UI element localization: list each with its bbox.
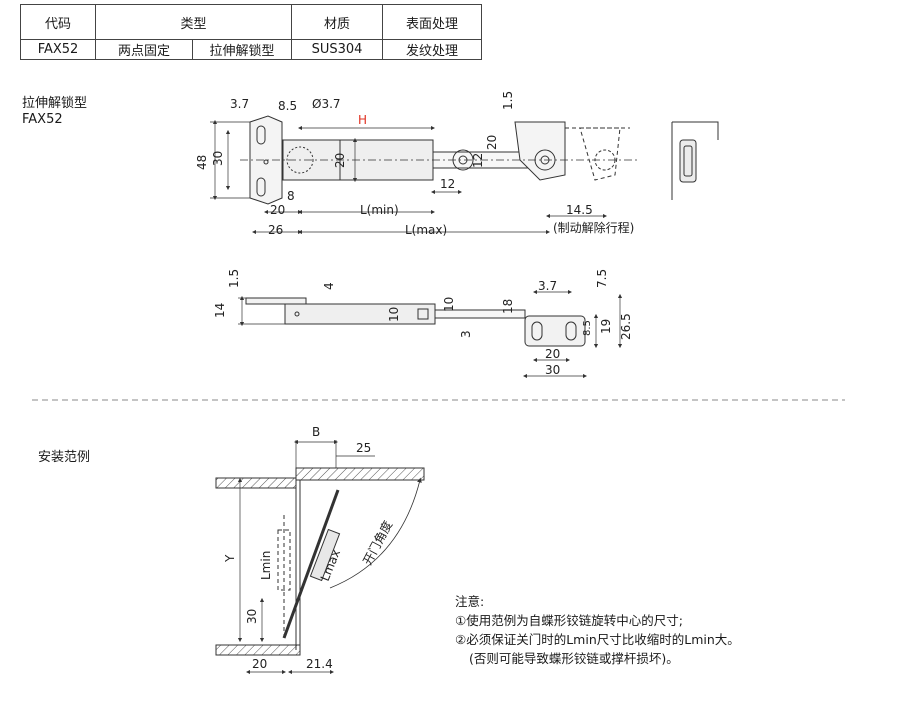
install-dim-y: Y	[223, 554, 237, 563]
header-type: 类型	[95, 4, 292, 40]
dim-3-7: 3.7	[230, 97, 249, 111]
side-dim-26-5: 26.5	[619, 313, 633, 340]
release-stroke-label: (制动解除行程)	[553, 220, 634, 235]
side-dim-30: 30	[545, 363, 560, 377]
side-dim-20: 20	[545, 347, 560, 361]
side-dim-4: 4	[322, 282, 336, 290]
header-surface: 表面处理	[382, 4, 482, 40]
notes-block: 注意: ①使用范例为自蝶形铰链旋转中心的尺寸; ②必须保证关门时的Lmin尺寸比…	[455, 592, 740, 668]
notes-title: 注意:	[455, 594, 485, 609]
side-dim-19: 19	[599, 319, 613, 334]
side-dim-14: 14	[213, 303, 227, 318]
install-dim-lmin: Lmin	[259, 551, 273, 580]
spec-table: 代码 类型 材质 表面处理 FAX52 两点固定 拉伸解锁型 SUS304 发纹…	[20, 4, 482, 60]
side-dim-3: 3	[459, 330, 473, 338]
install-example-label: 安装范例	[38, 450, 91, 465]
install-dim-b: B	[312, 425, 320, 439]
product-type-label: 拉伸解锁型	[22, 96, 88, 111]
cell-material: SUS304	[291, 39, 383, 60]
side-dim-10a: 10	[387, 307, 401, 322]
dim-20b: 20	[270, 203, 285, 217]
install-view	[215, 439, 425, 675]
side-dim-8-5: 8.5	[582, 320, 593, 336]
install-dim-30: 30	[245, 609, 259, 624]
side-view	[238, 289, 623, 379]
side-dim-1-5: 1.5	[227, 269, 241, 288]
side-dim-10b: 10	[442, 297, 456, 312]
dim-lmax: L(max)	[405, 223, 447, 237]
dim-14-5: 14.5	[566, 203, 593, 217]
side-dim-3-7: 3.7	[538, 279, 557, 293]
dim-12a: 12	[440, 177, 455, 191]
dim-26: 26	[268, 223, 283, 237]
dim-hole: Ø3.7	[312, 97, 341, 111]
dim-8: 8	[287, 189, 295, 203]
dim-1-5: 1.5	[501, 91, 515, 110]
dim-20a: 20	[333, 153, 347, 168]
notes-line-3: (否则可能导致蝶形铰链或撑杆损坏)。	[469, 651, 679, 666]
dim-lmin: L(min)	[360, 203, 399, 217]
side-dim-7-5: 7.5	[595, 269, 609, 288]
cell-type-fix: 两点固定	[95, 39, 193, 60]
notes-line-1: ①使用范例为自蝶形铰链旋转中心的尺寸;	[455, 613, 683, 628]
dim-12b: 12	[471, 153, 485, 168]
dim-48: 48	[195, 155, 209, 170]
side-dim-18: 18	[501, 299, 515, 314]
install-view-labels: B 25 Y Lmin Lmax 30 20 21.4 开门角度	[223, 425, 395, 671]
notes-line-2: ②必须保证关门时的Lmin尺寸比收缩时的Lmin大。	[455, 632, 740, 647]
product-code-label: FAX52	[22, 112, 63, 127]
dim-h: H	[358, 113, 367, 127]
dim-20c: 20	[485, 135, 499, 150]
open-angle-label: 开门角度	[359, 518, 395, 567]
install-dim-25: 25	[356, 441, 371, 455]
dim-30: 30	[211, 151, 225, 166]
install-dim-21-4: 21.4	[306, 657, 333, 671]
side-view-labels: 1.5 4 14 10 10 18 3 3.7 7.5 8.5 19 26.5 …	[213, 269, 633, 377]
dim-8-5: 8.5	[278, 99, 297, 113]
top-view	[210, 115, 719, 235]
cell-surface: 发纹处理	[382, 39, 482, 60]
header-code: 代码	[20, 4, 96, 40]
cell-type-release: 拉伸解锁型	[192, 39, 292, 60]
install-dim-20: 20	[252, 657, 267, 671]
top-view-labels: 3.7 8.5 Ø3.7 H 48 30 20 8 20 26 L(min) L…	[195, 91, 634, 237]
